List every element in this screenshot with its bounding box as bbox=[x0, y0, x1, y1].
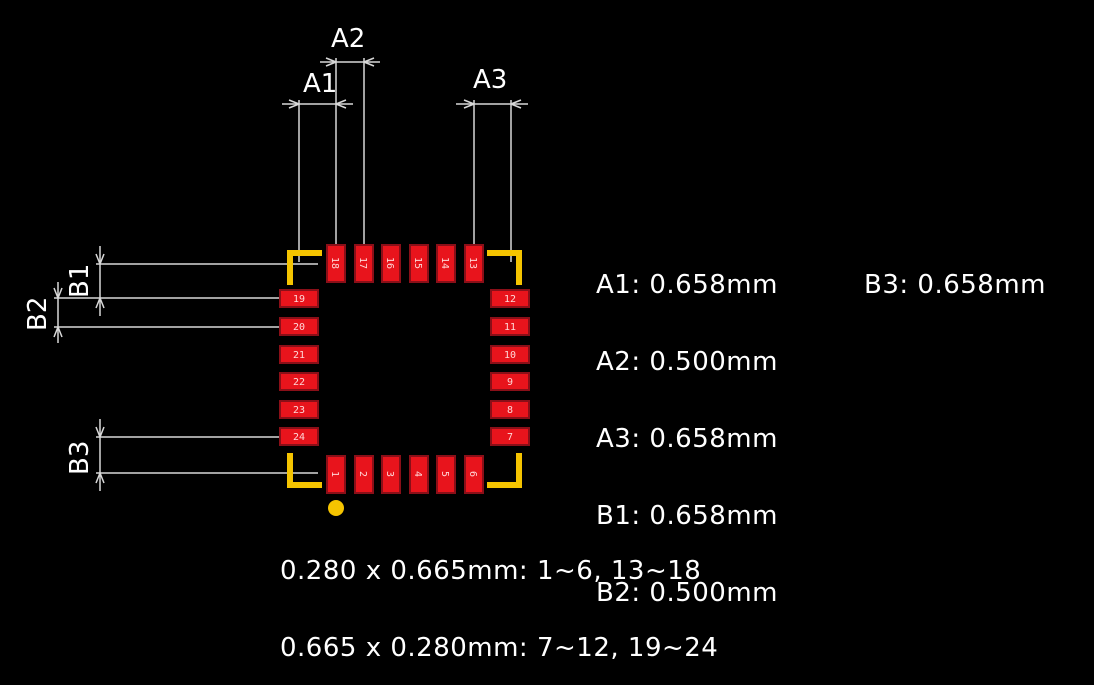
pad-3: 3 bbox=[381, 455, 401, 494]
pad-number: 23 bbox=[293, 405, 305, 416]
pad-23: 23 bbox=[279, 400, 319, 419]
pad-number: 12 bbox=[504, 294, 516, 305]
pad-number: 17 bbox=[357, 257, 368, 269]
pad-number: 21 bbox=[293, 350, 305, 361]
pad-7: 7 bbox=[490, 427, 530, 446]
pad-19: 19 bbox=[279, 289, 319, 308]
pad-number: 13 bbox=[467, 257, 478, 269]
pad-13: 13 bbox=[464, 244, 484, 283]
spec-a3: A3: 0.658mm bbox=[596, 424, 778, 454]
pad-5: 5 bbox=[436, 455, 456, 494]
spec-b1: B1: 0.658mm bbox=[596, 501, 778, 531]
pad-22: 22 bbox=[279, 372, 319, 391]
pad-number: 1 bbox=[329, 471, 340, 477]
pads-top: 18 17 16 15 14 13 bbox=[326, 244, 484, 283]
dimension-label-a3: A3 bbox=[473, 65, 507, 95]
pad-number: 6 bbox=[467, 471, 478, 477]
pad-number: 16 bbox=[384, 257, 395, 269]
pad-number: 24 bbox=[293, 432, 305, 443]
pad-number: 18 bbox=[329, 257, 340, 269]
pad-21: 21 bbox=[279, 345, 319, 364]
pad-14: 14 bbox=[436, 244, 456, 283]
pad-number: 2 bbox=[357, 471, 368, 477]
pad-18: 18 bbox=[326, 244, 346, 283]
pad-24: 24 bbox=[279, 427, 319, 446]
pad-number: 19 bbox=[293, 294, 305, 305]
dimension-label-a2: A2 bbox=[331, 24, 365, 54]
pad-size-note-vertical: 0.280 x 0.665mm: 1~6, 13~18 bbox=[280, 556, 702, 586]
pad-number: 3 bbox=[384, 471, 395, 477]
pad-number: 7 bbox=[507, 432, 513, 443]
dimension-a2: A2 bbox=[320, 24, 380, 245]
pad-12: 12 bbox=[490, 289, 530, 308]
pad-11: 11 bbox=[490, 317, 530, 336]
dimension-b1: B1 bbox=[65, 246, 318, 316]
pad-16: 16 bbox=[381, 244, 401, 283]
spec-a1: A1: 0.658mm bbox=[596, 270, 778, 300]
dimension-label-a1: A1 bbox=[303, 69, 337, 99]
pad-8: 8 bbox=[490, 400, 530, 419]
pad-6: 6 bbox=[464, 455, 484, 494]
pad-number: 5 bbox=[439, 471, 450, 477]
pad-number: 22 bbox=[293, 377, 305, 388]
dimension-label-b2: B2 bbox=[23, 297, 53, 331]
outline-corner-bottom-left bbox=[287, 453, 322, 488]
pad-number: 14 bbox=[439, 257, 450, 269]
pad-number: 15 bbox=[412, 257, 423, 269]
dimension-a1: A1 bbox=[282, 69, 353, 262]
pad-1: 1 bbox=[326, 455, 346, 494]
package-outline bbox=[287, 250, 522, 516]
pad-size-note-horizontal: 0.665 x 0.280mm: 7~12, 19~24 bbox=[280, 633, 719, 663]
pad-4: 4 bbox=[409, 455, 429, 494]
dimension-b2: B2 bbox=[23, 282, 280, 343]
dimension-label-b3: B3 bbox=[65, 441, 95, 475]
pads-bottom: 1 2 3 4 5 6 bbox=[326, 455, 484, 494]
pad-10: 10 bbox=[490, 345, 530, 364]
pin1-indicator-dot bbox=[328, 500, 344, 516]
pad-number: 9 bbox=[507, 377, 513, 388]
dimension-a3: A3 bbox=[456, 65, 528, 262]
pad-number: 11 bbox=[504, 322, 516, 333]
outline-corner-bottom-right bbox=[487, 453, 522, 488]
pad-17: 17 bbox=[354, 244, 374, 283]
pads-right: 12 11 10 9 8 7 bbox=[490, 289, 530, 446]
pads-left: 19 20 21 22 23 24 bbox=[279, 289, 319, 446]
pad-2: 2 bbox=[354, 455, 374, 494]
pad-20: 20 bbox=[279, 317, 319, 336]
spec-b2: B2: 0.500mm bbox=[596, 578, 778, 608]
pad-9: 9 bbox=[490, 372, 530, 391]
spec-b3: B3: 0.658mm bbox=[864, 270, 1046, 300]
dimension-b3: B3 bbox=[65, 419, 318, 491]
pad-number: 10 bbox=[504, 350, 516, 361]
spec-a2: A2: 0.500mm bbox=[596, 347, 778, 377]
pad-number: 20 bbox=[293, 322, 305, 333]
pad-number: 8 bbox=[507, 405, 513, 416]
pad-15: 15 bbox=[409, 244, 429, 283]
outline-corner-top-left bbox=[287, 250, 322, 285]
dimension-label-b1: B1 bbox=[65, 264, 95, 298]
pad-number: 4 bbox=[412, 471, 423, 477]
outline-corner-top-right bbox=[487, 250, 522, 285]
